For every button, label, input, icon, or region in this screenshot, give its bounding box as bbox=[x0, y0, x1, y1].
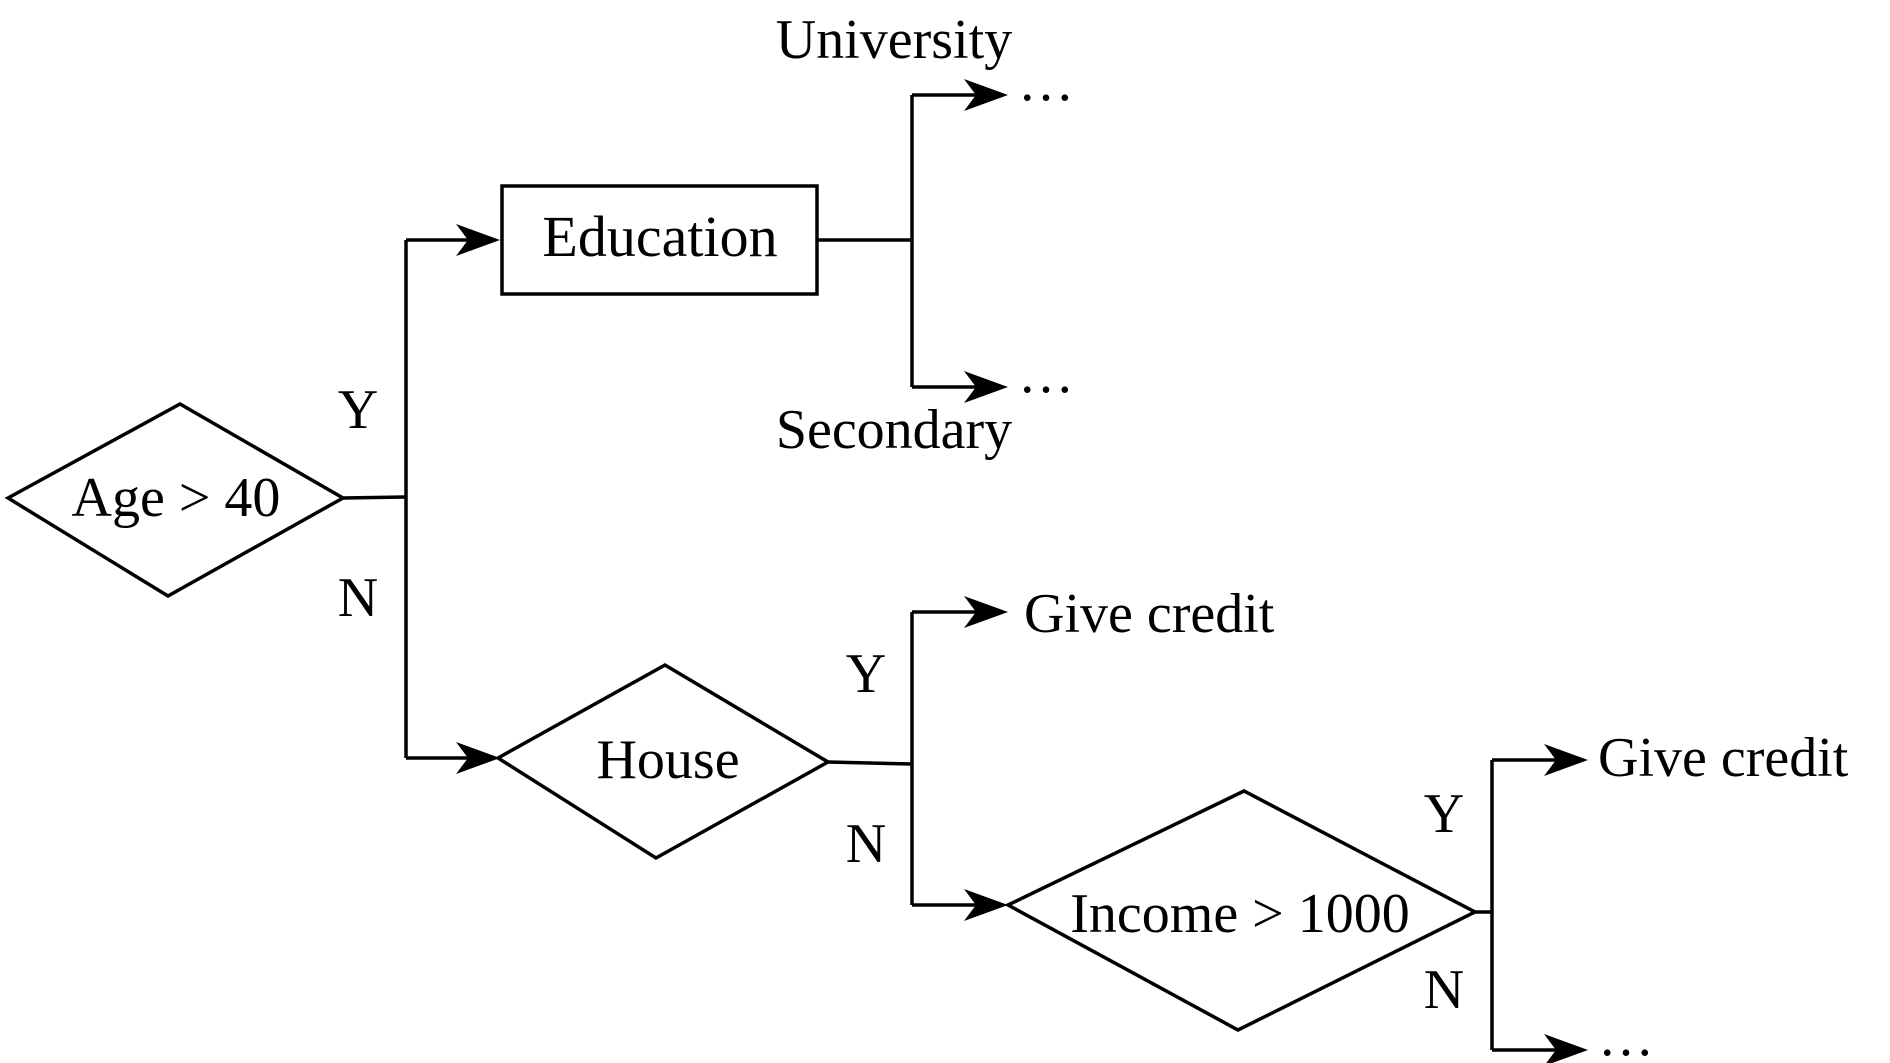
arrowhead-income bbox=[964, 889, 1008, 921]
age-diamond bbox=[4, 401, 347, 599]
house-yes-label: Y bbox=[846, 643, 886, 705]
age-node-label: Age > 40 bbox=[72, 467, 281, 529]
decision-node-age: Age > 40 bbox=[4, 401, 347, 599]
house-node-label: House bbox=[596, 729, 739, 791]
age-yes-label: Y bbox=[338, 379, 378, 441]
arrowhead-income-ellipsis bbox=[1544, 1034, 1588, 1063]
university-label: University bbox=[776, 9, 1012, 71]
decision-node-income: Income > 1000 bbox=[1004, 789, 1479, 1032]
outcomes: University … Secondary … Give credit Giv… bbox=[776, 9, 1849, 1063]
decision-node-house: House bbox=[494, 662, 832, 861]
education-box bbox=[500, 184, 819, 296]
education-node-label: Education bbox=[542, 204, 777, 269]
university-result-ellipsis: … bbox=[1018, 51, 1074, 113]
process-node-education: Education bbox=[500, 184, 819, 296]
income-yes-label: Y bbox=[1424, 783, 1464, 845]
connector-house-trunk bbox=[827, 760, 913, 766]
connectors bbox=[342, 79, 1588, 1063]
income-no-label: N bbox=[1424, 959, 1464, 1021]
income-node-label: Income > 1000 bbox=[1070, 883, 1410, 945]
house-diamond bbox=[494, 662, 832, 861]
secondary-label: Secondary bbox=[776, 399, 1012, 461]
arrowhead-secondary bbox=[964, 371, 1008, 403]
income-diamond bbox=[1004, 789, 1479, 1032]
secondary-result-ellipsis: … bbox=[1018, 343, 1074, 405]
arrowhead-income-give-credit bbox=[1544, 744, 1588, 776]
arrowhead-house bbox=[456, 742, 500, 774]
branch-labels: Y N Y N Y N bbox=[338, 379, 1464, 1021]
arrowhead-education bbox=[456, 224, 500, 256]
house-no-label: N bbox=[846, 813, 886, 875]
income-yes-give-credit: Give credit bbox=[1598, 727, 1849, 789]
income-no-result-ellipsis: … bbox=[1598, 1006, 1654, 1063]
arrowhead-university bbox=[964, 79, 1008, 111]
age-no-label: N bbox=[338, 567, 378, 629]
house-yes-give-credit: Give credit bbox=[1024, 583, 1275, 645]
connector-age-trunk bbox=[342, 495, 407, 500]
arrowhead-house-give-credit bbox=[964, 596, 1008, 628]
